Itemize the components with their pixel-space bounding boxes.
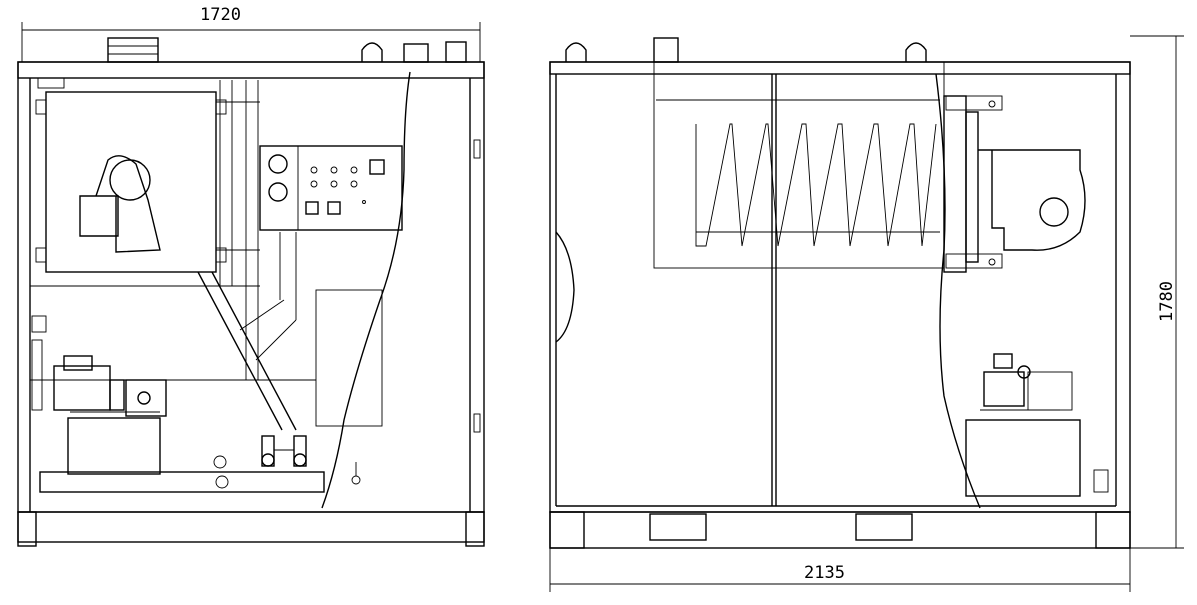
side-height-dimension: 1780: [1130, 35, 1184, 549]
heating-coil: [653, 61, 945, 269]
side-width-label: 2135: [804, 563, 845, 583]
lifting-eye: [565, 42, 587, 62]
side-height-label: 1780: [1157, 281, 1177, 322]
front-view: 1720: [17, 5, 485, 547]
front-base: [17, 511, 485, 543]
side-frame: [549, 61, 1131, 513]
valves: [213, 435, 361, 489]
side-width-dimension: 2135: [549, 548, 1131, 592]
front-width-dimension: 1720: [21, 5, 481, 62]
side-view: 1780 2135: [549, 35, 1184, 592]
inner-tank: [315, 289, 383, 427]
pipework: [197, 80, 297, 431]
flange-assembly: [943, 95, 1003, 273]
front-frame: [17, 61, 485, 513]
pump-motor: [53, 355, 167, 475]
break-line: [321, 71, 411, 509]
hydraulic-unit: [965, 353, 1109, 497]
side-base: [549, 511, 1131, 549]
base-plate: [39, 471, 325, 493]
control-panel: [259, 145, 403, 231]
top-fittings: [107, 37, 467, 63]
front-width-label: 1720: [200, 5, 241, 25]
break-line: [935, 73, 981, 509]
blower: [978, 149, 1086, 251]
lifting-eye: [905, 42, 927, 62]
door-handle: [555, 231, 575, 343]
heater-unit: [35, 77, 227, 273]
